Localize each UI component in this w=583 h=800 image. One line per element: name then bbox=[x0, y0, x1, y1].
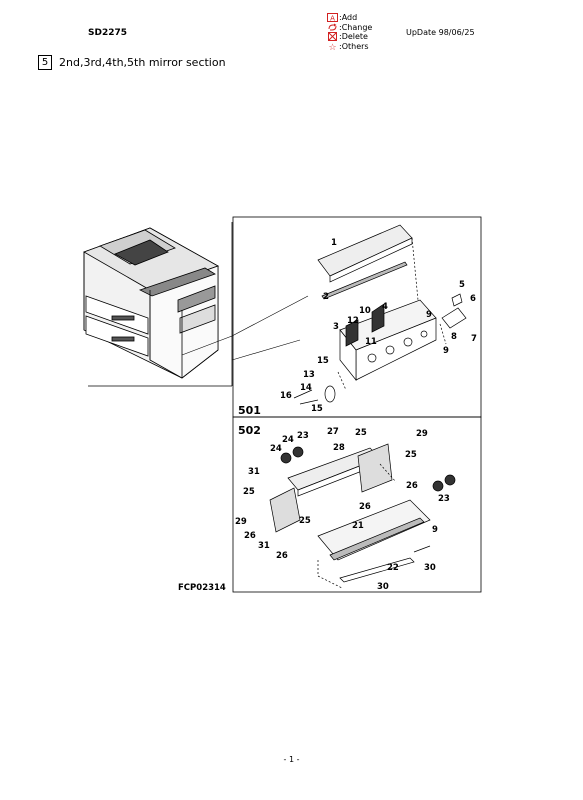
callout-29b: 29 bbox=[235, 517, 247, 527]
callout-31a: 31 bbox=[248, 467, 260, 477]
callout-9c: 9 bbox=[432, 525, 438, 535]
callout-24a: 24 bbox=[282, 435, 294, 445]
callout-11: 11 bbox=[365, 337, 377, 347]
legend-add: A :Add bbox=[327, 13, 372, 23]
legend-delete: :Delete bbox=[327, 32, 372, 42]
callout-6: 6 bbox=[470, 294, 476, 304]
add-icon: A bbox=[327, 13, 338, 23]
figure-code: FCP02314 bbox=[178, 583, 226, 593]
callout-16: 16 bbox=[280, 391, 292, 401]
mirror-501-parts bbox=[293, 224, 467, 405]
section-title: 2nd,3rd,4th,5th mirror section bbox=[59, 56, 226, 69]
svg-text:A: A bbox=[330, 15, 335, 23]
model-number: SD2275 bbox=[88, 28, 128, 38]
callout-9a: 9 bbox=[426, 310, 432, 320]
callout-28: 28 bbox=[333, 443, 345, 453]
group-502-frame bbox=[232, 416, 482, 593]
legend-change: :Change bbox=[327, 23, 372, 33]
page-number: - 1 - bbox=[283, 755, 300, 764]
callout-13: 13 bbox=[303, 370, 315, 380]
group-502-label: 502 bbox=[238, 424, 261, 437]
callout-10: 10 bbox=[359, 306, 371, 316]
delete-icon bbox=[327, 32, 338, 42]
callout-7: 7 bbox=[471, 334, 477, 344]
callout-31b: 31 bbox=[258, 541, 270, 551]
change-icon bbox=[327, 23, 338, 32]
legend-others: ☆ :Others bbox=[327, 41, 372, 53]
callout-21: 21 bbox=[352, 521, 364, 531]
callout-26d: 26 bbox=[276, 551, 288, 561]
callout-29a: 29 bbox=[416, 429, 428, 439]
callout-30a: 30 bbox=[424, 563, 436, 573]
callout-26a: 26 bbox=[406, 481, 418, 491]
copier-overview-illustration bbox=[83, 227, 219, 379]
callout-15a: 15 bbox=[317, 356, 329, 366]
callout-30b: 30 bbox=[377, 582, 389, 592]
revision-legend: A :Add :Change :Delete ☆ :Others bbox=[327, 13, 372, 53]
legend-delete-label: :Delete bbox=[339, 32, 368, 42]
callout-14: 14 bbox=[300, 383, 312, 393]
callouts-502: 21 22 23 23 24 24 25 25 25 25 26 26 26 2… bbox=[235, 427, 450, 592]
callout-25c: 25 bbox=[243, 487, 255, 497]
callout-24b: 24 bbox=[270, 444, 282, 454]
legend-others-label: :Others bbox=[339, 41, 369, 51]
callout-1: 1 bbox=[331, 238, 337, 248]
svg-text:☆: ☆ bbox=[328, 43, 336, 51]
callout-9b: 9 bbox=[443, 346, 449, 356]
callout-27: 27 bbox=[327, 427, 339, 437]
callout-3: 3 bbox=[333, 322, 339, 332]
callout-25b: 25 bbox=[405, 450, 417, 460]
callout-22: 22 bbox=[387, 563, 399, 573]
callout-8: 8 bbox=[451, 332, 457, 342]
mirror-502-parts bbox=[269, 443, 456, 589]
callout-26c: 26 bbox=[244, 531, 256, 541]
callout-2: 2 bbox=[323, 292, 329, 302]
group-501-label: 501 bbox=[238, 404, 261, 417]
callout-25d: 25 bbox=[299, 516, 311, 526]
callout-26b: 26 bbox=[359, 502, 371, 512]
update-date: UpDate 98/06/25 bbox=[406, 28, 475, 37]
callouts-501: 1 2 3 4 5 6 7 8 9 9 10 11 12 13 14 15 15… bbox=[280, 238, 477, 414]
callout-4: 4 bbox=[382, 302, 388, 312]
callout-23a: 23 bbox=[297, 431, 309, 441]
callout-5: 5 bbox=[459, 280, 465, 290]
callout-23b: 23 bbox=[438, 494, 450, 504]
callout-15b: 15 bbox=[311, 404, 323, 414]
others-icon: ☆ bbox=[327, 42, 338, 53]
section-number: 5 bbox=[38, 55, 52, 70]
callout-12: 12 bbox=[347, 316, 359, 326]
legend-change-label: :Change bbox=[339, 22, 373, 32]
legend-add-label: :Add bbox=[339, 13, 358, 22]
callout-25a: 25 bbox=[355, 428, 367, 438]
